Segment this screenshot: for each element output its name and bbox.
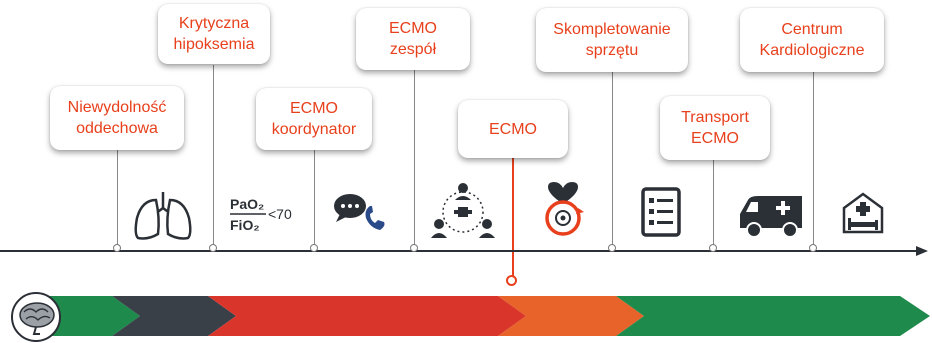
ecmo-marker-dot (506, 275, 517, 286)
connector-ecmo (512, 158, 514, 278)
axis-dot-3 (310, 244, 318, 252)
step-8-line1: Centrum (781, 21, 843, 38)
step-6-line2: sprzętu (585, 42, 639, 59)
connector-6 (612, 72, 613, 246)
phase-orange (498, 296, 644, 336)
connector-3 (314, 150, 315, 246)
connector-2 (213, 65, 214, 246)
step-1-line2: oddechowa (76, 120, 158, 137)
connector-7 (713, 160, 714, 246)
checklist-icon (641, 187, 681, 237)
phase-red (208, 296, 526, 336)
team-network-icon (431, 183, 495, 238)
step-box-respiratory-failure: Niewydolność oddechowa (50, 86, 184, 150)
step-box-ecmo-transport: Transport ECMO (660, 96, 770, 160)
brain-icon (11, 292, 61, 342)
heart-circulation-icon (545, 182, 584, 236)
axis-dot-6 (608, 244, 616, 252)
step-3-line2: koordynator (271, 121, 357, 138)
step-5-line1: ECMO (489, 120, 537, 138)
axis-dot-2 (209, 244, 217, 252)
phase-green-1 (40, 296, 140, 336)
connector-8 (813, 72, 814, 246)
ratio-icon: PaO₂ FiO₂ <70 (230, 196, 292, 233)
step-7-line2: ECMO (691, 130, 739, 147)
phase-green-2 (616, 296, 930, 336)
phase-arrows (40, 296, 930, 336)
hospital-bed-icon (842, 192, 884, 234)
step-box-critical-hypoxemia: Krytyczna hipoksemia (158, 4, 270, 64)
step-box-ecmo-team: ECMO zespół (356, 8, 470, 70)
step-box-ecmo-coordinator: ECMO koordynator (256, 88, 372, 150)
step-box-cardiology-center: Centrum Kardiologiczne (740, 8, 884, 72)
step-1-line1: Niewydolność (67, 99, 167, 116)
timeline-axis (0, 246, 928, 256)
ambulance-icon (740, 196, 802, 238)
step-7-line1: Transport (681, 109, 749, 126)
step-8-line2: Kardiologiczne (759, 42, 865, 59)
step-4-line1: ECMO (389, 20, 437, 37)
step-6-line1: Skompletowanie (553, 21, 671, 38)
lungs-icon (134, 192, 192, 240)
step-2-line1: Krytyczna (178, 15, 250, 32)
step-box-ecmo: ECMO (458, 100, 568, 158)
phase-grey (112, 296, 236, 336)
step-3-line1: ECMO (290, 100, 338, 117)
step-4-line2: zespół (389, 41, 437, 58)
axis-dot-4 (410, 244, 418, 252)
axis-dot-1 (113, 244, 121, 252)
axis-dot-7 (709, 244, 717, 252)
ratio-numerator: PaO₂ (230, 196, 264, 212)
phone-chat-icon (334, 194, 385, 230)
connector-1 (117, 150, 118, 246)
ratio-denominator: FiO₂ (230, 217, 260, 233)
axis-dot-8 (809, 244, 817, 252)
step-box-equipment: Skompletowanie sprzętu (536, 8, 688, 72)
connector-4 (414, 70, 415, 246)
step-2-line2: hipoksemia (173, 36, 255, 53)
ratio-threshold: <70 (268, 206, 292, 222)
